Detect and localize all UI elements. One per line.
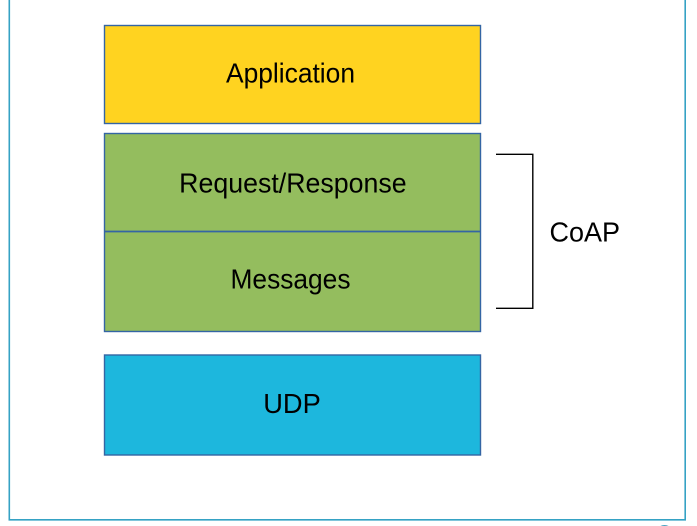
svg-text:Application: Application [226,58,355,89]
svg-text:CoAP: CoAP [550,216,621,247]
svg-text:UDP: UDP [263,388,321,419]
svg-text:Request/Response: Request/Response [179,167,407,198]
svg-text:Messages: Messages [231,263,351,294]
